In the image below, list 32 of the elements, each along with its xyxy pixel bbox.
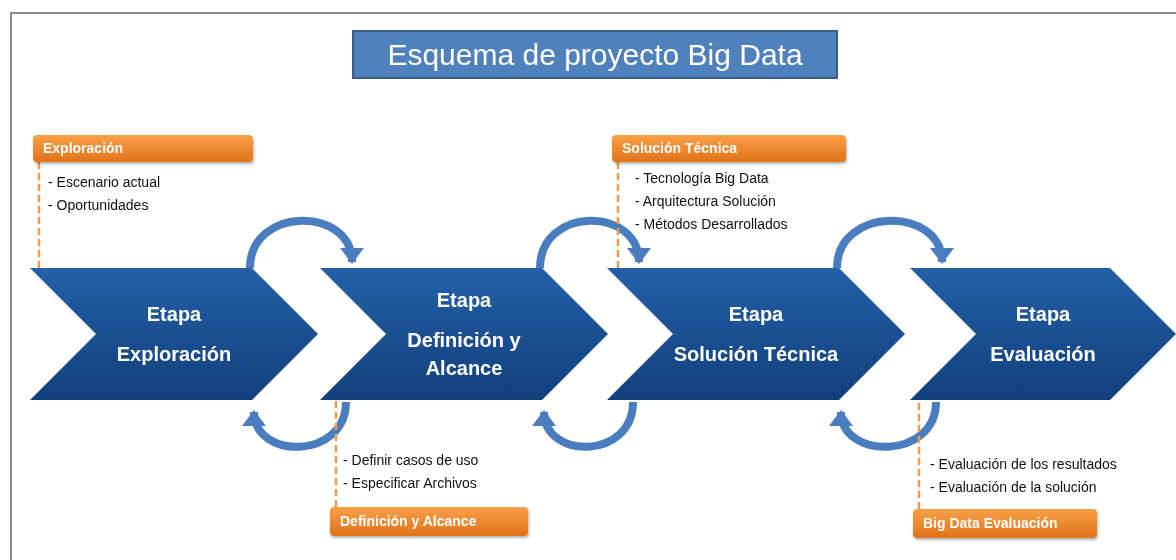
curved-arrow xyxy=(246,216,362,269)
phase-tag: Exploración xyxy=(33,135,253,162)
title-banner: Esquema de proyecto Big Data xyxy=(352,30,838,79)
stage-name: Definición y Alcance xyxy=(406,328,522,381)
bullet-text: - Especificar Archivos xyxy=(343,474,477,493)
stage-label: Etapa xyxy=(146,302,202,327)
bullet-text: - Arquitectura Solución xyxy=(635,192,776,211)
curved-arrow xyxy=(536,216,649,269)
bullet-text: - Métodos Desarrollados xyxy=(635,215,788,234)
phase-tag: Big Data Evaluación xyxy=(913,509,1097,538)
dashed-connector xyxy=(917,400,921,509)
bullet-text: - Evaluación de la solución xyxy=(930,478,1097,497)
phase-tag: Definición y Alcance xyxy=(330,507,528,536)
bullet-text: - Escenario actual xyxy=(48,173,161,192)
bullet-text: - Evaluación de los resultados xyxy=(930,455,1117,474)
dashed-connector xyxy=(37,162,41,268)
curved-arrow xyxy=(833,216,952,269)
bullet-text: - Definir casos de uso xyxy=(343,451,479,470)
curved-arrow xyxy=(534,401,637,451)
stage-name: Evaluación xyxy=(990,342,1096,367)
dashed-connector xyxy=(334,400,338,507)
curved-arrow xyxy=(831,401,940,451)
stage-label: Etapa xyxy=(728,302,784,327)
phase-tag: Solución Técnica xyxy=(612,135,846,162)
bullet-text: - Tecnología Big Data xyxy=(635,169,769,188)
curved-arrow xyxy=(244,401,350,451)
stage-name: Exploración xyxy=(116,342,232,367)
dashed-connector xyxy=(616,162,620,268)
stage-label: Etapa xyxy=(1015,302,1071,327)
bullet-text: - Oportunidades xyxy=(48,196,149,215)
stage-name: Solución Técnica xyxy=(673,342,839,367)
stage-label: Etapa xyxy=(436,288,492,313)
